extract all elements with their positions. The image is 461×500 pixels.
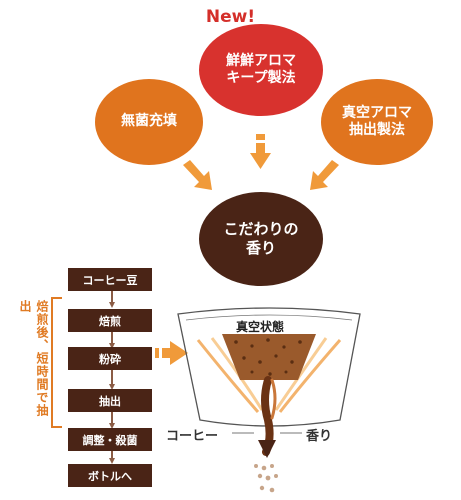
circle-center-line2: 香り <box>245 239 276 257</box>
vacuum-state-label: 真空状態 <box>236 320 285 334</box>
circle-aseptic: 無菌充填 <box>95 79 203 165</box>
chevron-down-icon <box>109 384 115 390</box>
arrow-from-left-icon <box>183 160 212 190</box>
step-coffee-beans: コーヒー豆 <box>68 268 152 291</box>
step-grind: 粉砕 <box>68 347 152 370</box>
step-adjust-sterilize: 調整・殺菌 <box>68 428 152 451</box>
circle-vacuum-line2: 抽出製法 <box>349 122 405 138</box>
step-connector <box>111 412 113 424</box>
arrow-to-vessel-icon <box>148 341 188 365</box>
arrow-from-right-icon <box>310 160 339 190</box>
chevron-down-icon <box>109 423 115 429</box>
roast-extract-label: 焙煎後、短時間で抽出 <box>18 300 49 417</box>
circle-aroma-keep-line1: 鮮鮮アロマ <box>226 52 296 69</box>
step-connector <box>111 291 113 303</box>
step-to-bottle: ボトルへ <box>68 464 152 487</box>
step-roast: 焙煎 <box>68 309 152 332</box>
circle-aroma-keep-line2: キープ製法 <box>226 70 296 86</box>
circle-aroma-keep: 鮮鮮アロマ キープ製法 <box>199 24 323 116</box>
step-extract: 抽出 <box>68 389 152 412</box>
new-badge: New! <box>205 7 256 27</box>
vacuum-vessel-icon <box>177 307 361 493</box>
circle-vacuum-aroma: 真空アロマ 抽出製法 <box>321 79 433 165</box>
coffee-label: コーヒー <box>166 429 219 444</box>
aroma-label: 香り <box>306 429 333 444</box>
circle-aseptic-line1: 無菌充填 <box>121 113 177 130</box>
chevron-down-icon <box>109 343 115 349</box>
circle-center-line1: こだわりの <box>223 220 299 239</box>
step-connector <box>111 370 113 384</box>
step-connector <box>111 451 113 459</box>
arrow-from-top-icon <box>250 134 271 169</box>
circle-special-aroma: こだわりの 香り <box>199 192 323 286</box>
chevron-down-icon <box>109 302 115 308</box>
step-connector <box>111 332 113 344</box>
process-bracket <box>51 297 62 428</box>
circle-vacuum-line1: 真空アロマ <box>342 104 412 121</box>
chevron-down-icon <box>109 458 115 464</box>
